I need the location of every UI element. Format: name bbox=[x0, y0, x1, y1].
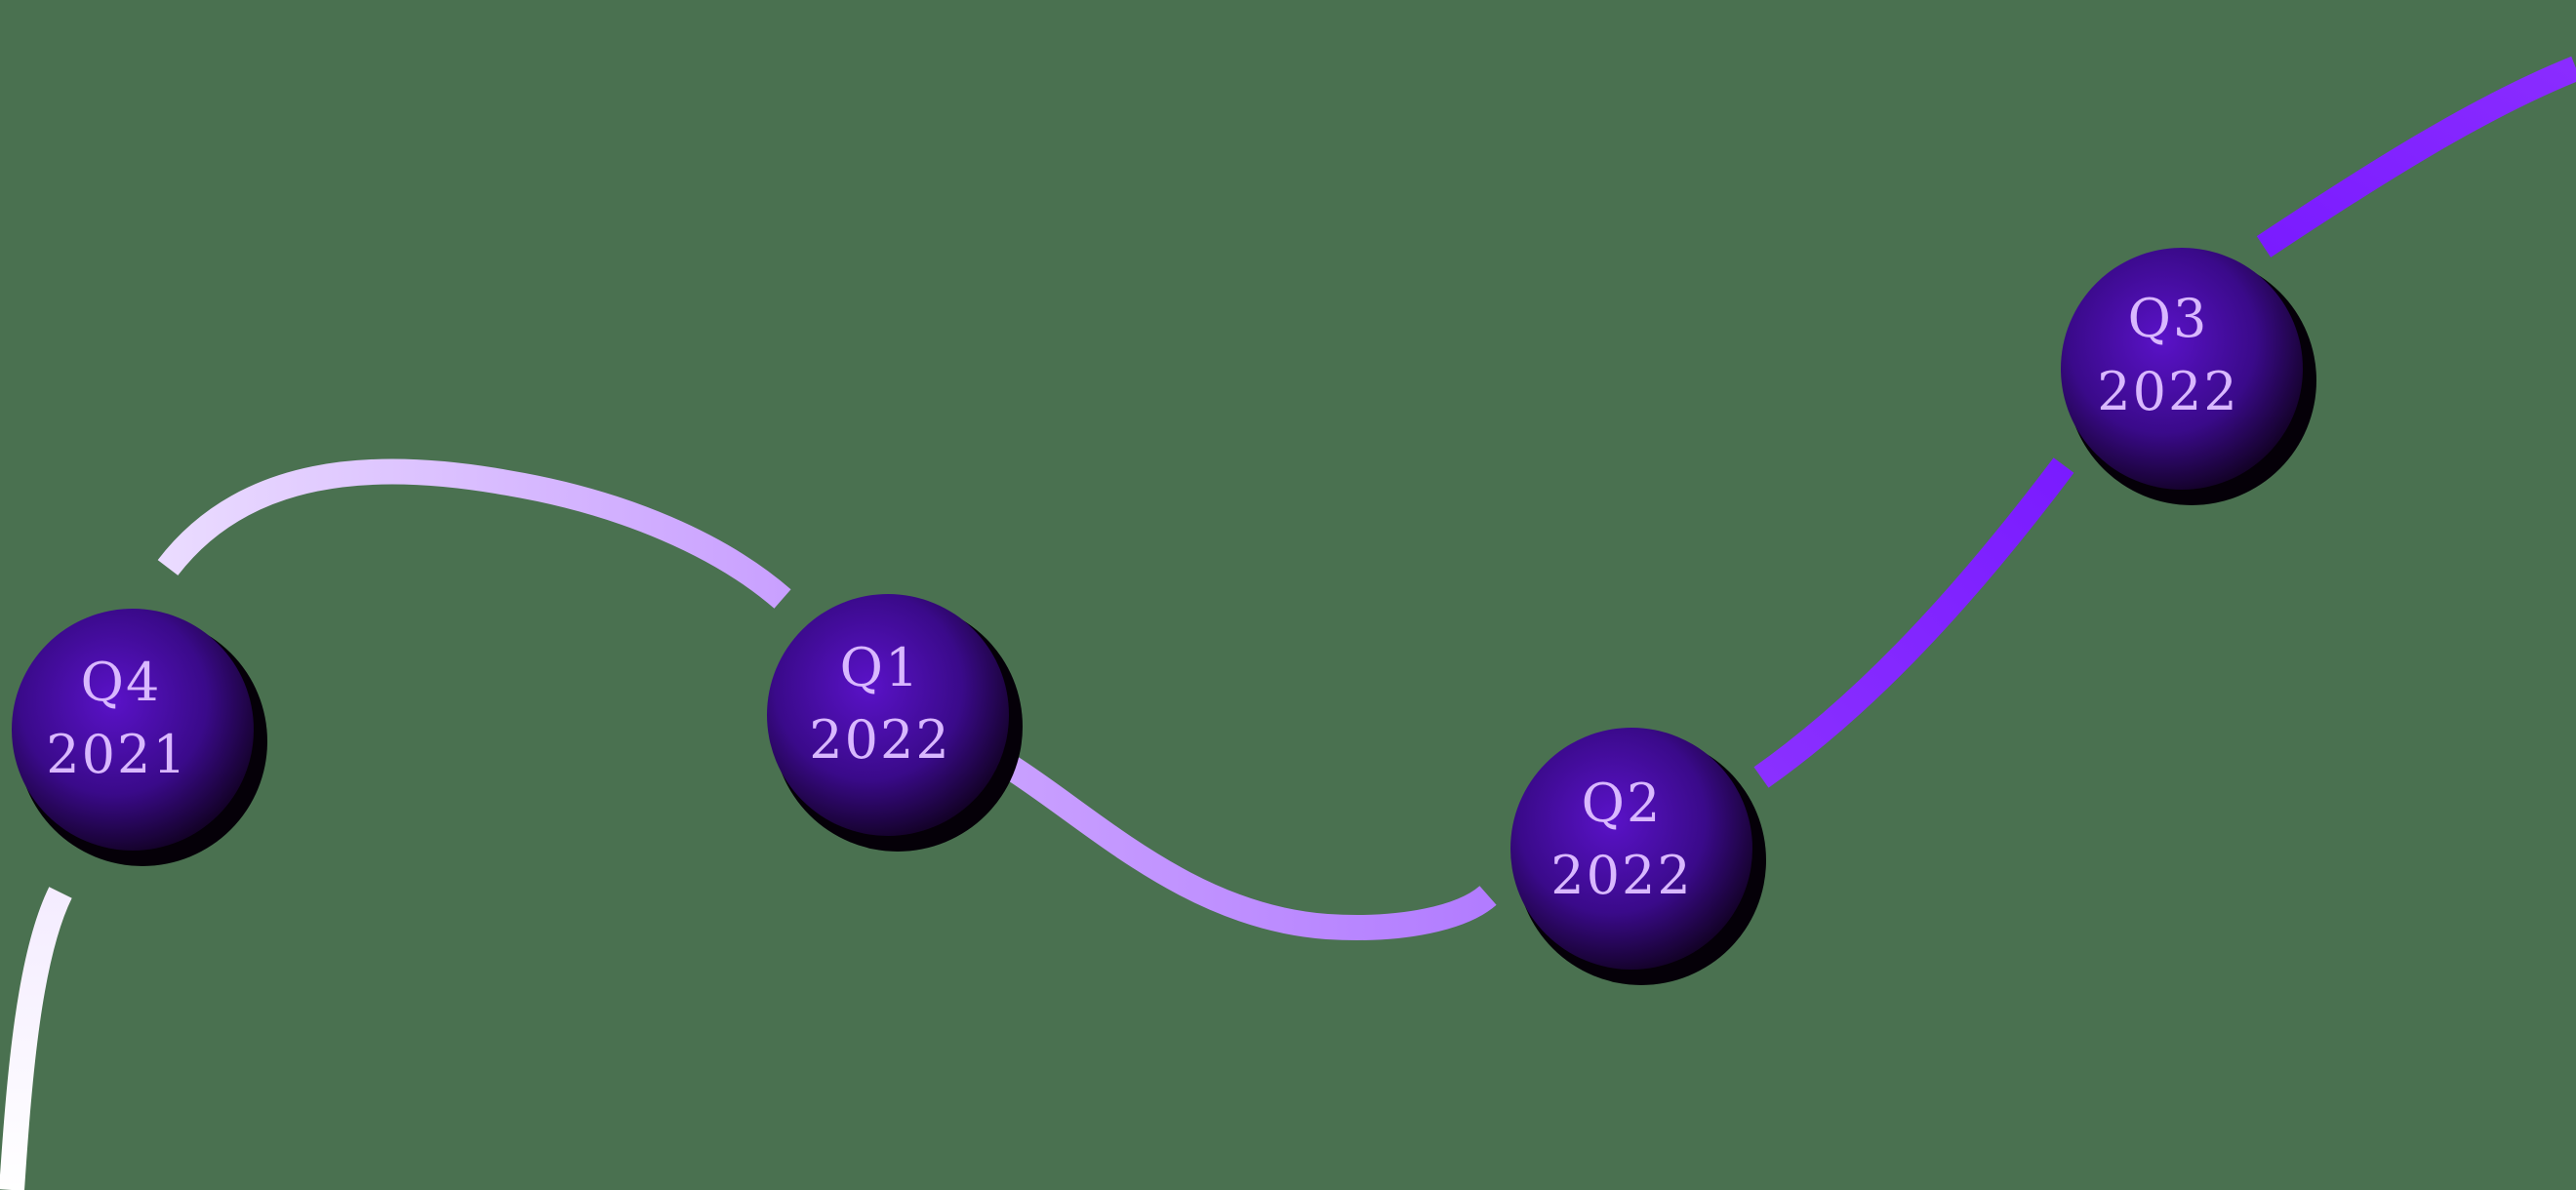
milestone-q4-2021: Q4 2021 bbox=[12, 609, 267, 866]
milestone-year: 2021 bbox=[46, 724, 187, 785]
milestone-q1-2022: Q1 2022 bbox=[767, 594, 1023, 852]
node-circle bbox=[1510, 728, 1752, 970]
milestone-q2-2022: Q2 2022 bbox=[1510, 728, 1766, 985]
milestone-quarter: Q4 bbox=[81, 652, 162, 713]
node-circle bbox=[2061, 248, 2303, 490]
milestone-year: 2022 bbox=[1550, 845, 1692, 906]
milestone-quarter: Q1 bbox=[840, 637, 921, 698]
milestone-year: 2022 bbox=[809, 709, 950, 771]
path-segment-q4-q1 bbox=[157, 458, 791, 609]
milestone-quarter: Q3 bbox=[2128, 288, 2209, 349]
milestone-q3-2022: Q3 2022 bbox=[2061, 248, 2316, 505]
node-circle bbox=[12, 609, 254, 851]
milestone-quarter: Q2 bbox=[1582, 773, 1663, 834]
path-segment-q1-q2 bbox=[1003, 756, 1497, 940]
path-segment-start bbox=[0, 887, 72, 1190]
node-circle bbox=[767, 594, 1009, 836]
milestone-year: 2022 bbox=[2097, 361, 2238, 422]
path-segment-q2-q3 bbox=[1753, 457, 2074, 788]
path-segment-end bbox=[2256, 56, 2576, 258]
